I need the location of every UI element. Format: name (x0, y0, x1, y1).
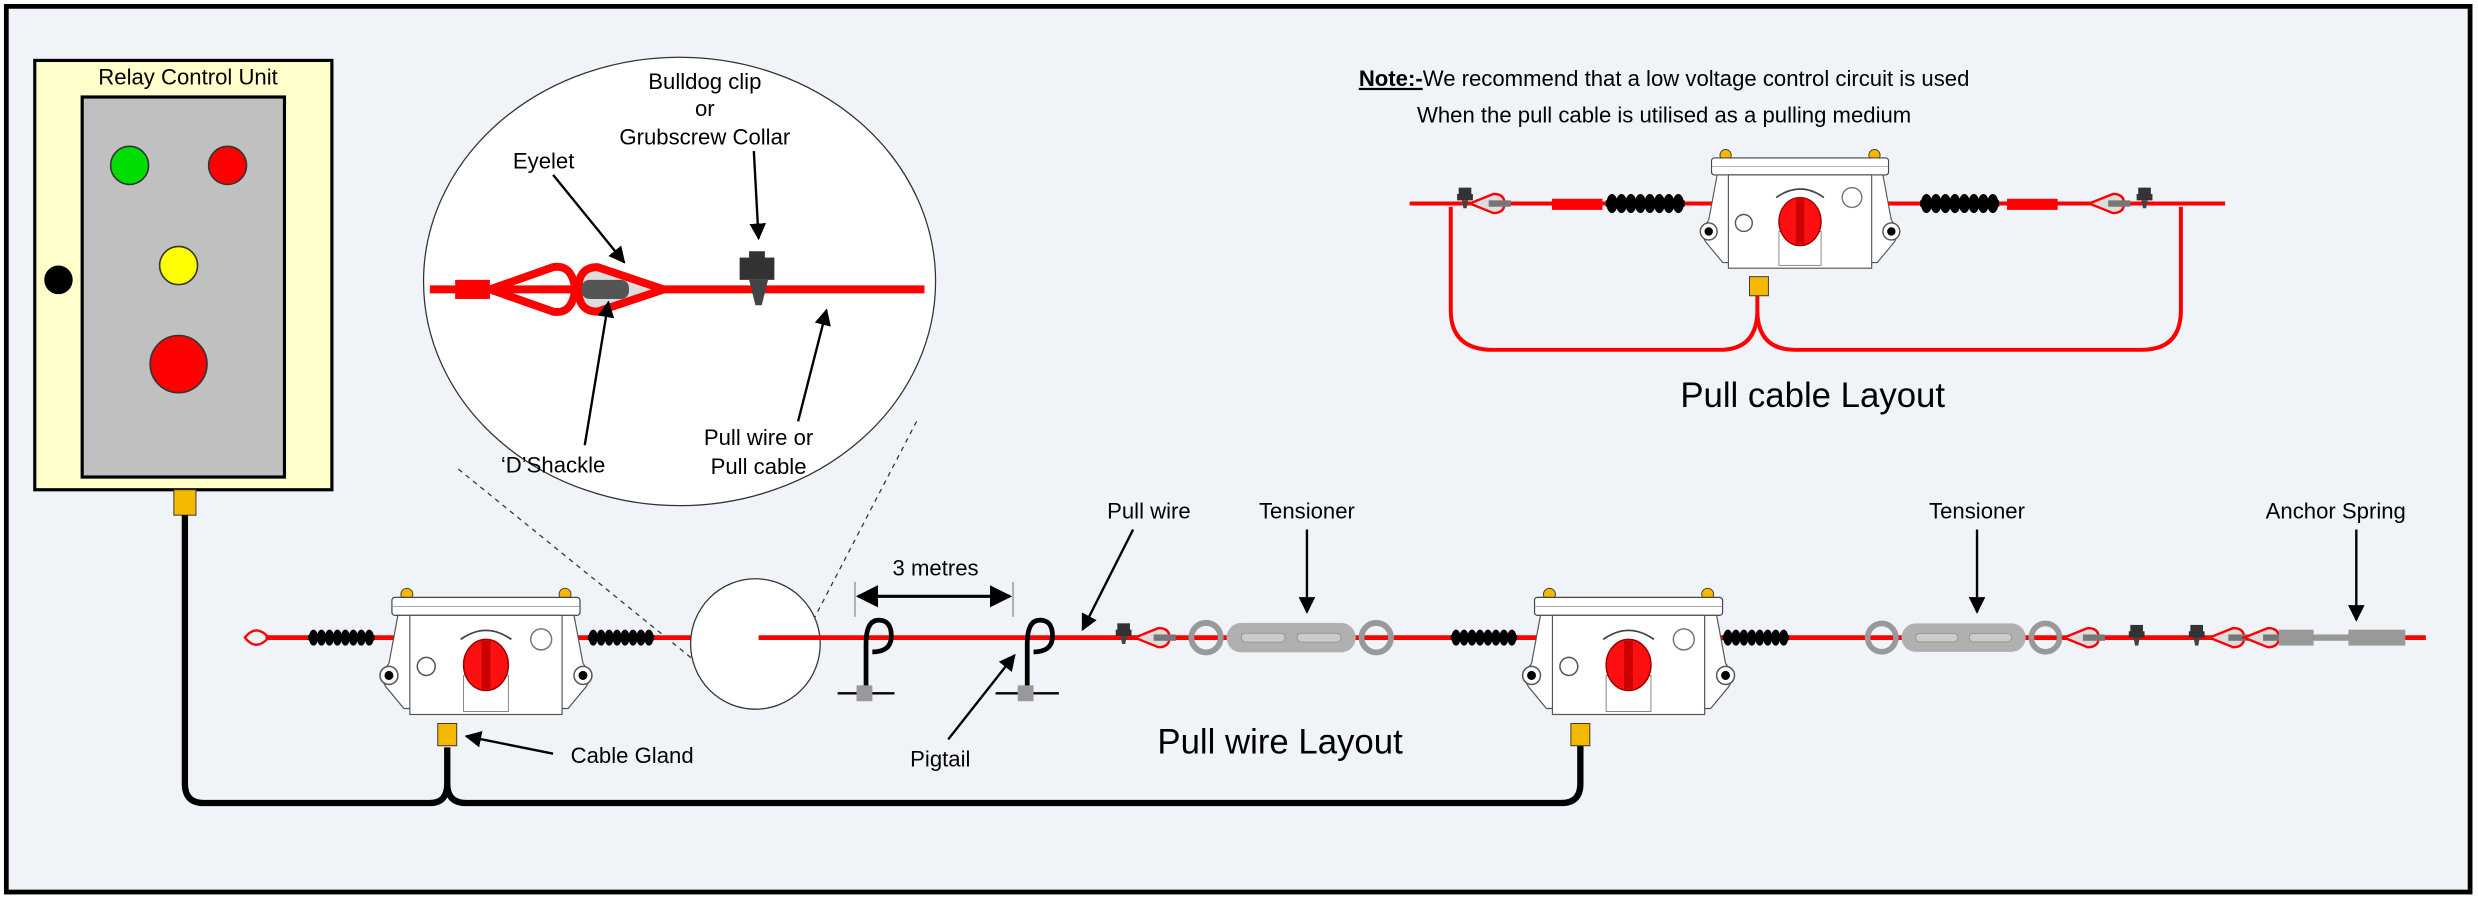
note-line1: We recommend that a low voltage control … (1423, 66, 1970, 91)
control-cable (181, 515, 1584, 807)
note-line2: When the pull cable is utilised as a pul… (1417, 102, 1911, 127)
pull-wire-or-label: Pull wire or (704, 425, 814, 450)
detail-magnifier: Bulldog clip or Grubscrew Collar Eyelet … (422, 56, 937, 701)
pull-wire-layout: 3 metres Pull wire Tensioner Tensioner A… (243, 498, 2426, 771)
note-label: Note:- (1359, 66, 1423, 91)
cable-gland-left (437, 723, 458, 747)
pull-cable-layout-title: Pull cable Layout (1680, 376, 1945, 415)
tensioner-label-1: Tensioner (1259, 498, 1356, 523)
d-shackle-label: ‘D’Shackle (501, 452, 606, 477)
cable-gland-label: Cable Gland (571, 743, 694, 768)
pull-wire-layout-title: Pull wire Layout (1157, 723, 1403, 762)
cable-gland-right (1570, 723, 1591, 747)
pull-wire-label: Pull wire (1107, 498, 1191, 523)
pigtail-1 (863, 617, 894, 700)
pull-cable-layout: Pull cable Layout (1409, 148, 2226, 415)
tensioner-label-2: Tensioner (1929, 498, 2026, 523)
note: Note:-We recommend that a low voltage co… (1359, 66, 1970, 128)
anchor-spring (2348, 629, 2406, 646)
eyelet-label: Eyelet (513, 148, 574, 173)
diagram-frame (3, 3, 2473, 895)
anchor-spring-label: Anchor Spring (2266, 498, 2406, 523)
grubscrew-label: Grubscrew Collar (619, 125, 790, 150)
red-lamp (207, 145, 248, 186)
or-label: or (695, 96, 715, 121)
green-lamp (109, 145, 150, 186)
svg-text:Note:-We recommend that a low: Note:-We recommend that a low voltage co… (1359, 66, 1970, 91)
relay-unit-title: Relay Control Unit (98, 64, 277, 89)
detail-zoom-circle (689, 578, 821, 710)
distance-label: 3 metres (893, 556, 979, 581)
pigtail-label: Pigtail (910, 746, 970, 771)
pigtail-2 (1024, 617, 1055, 700)
yellow-lamp (158, 245, 199, 286)
red-button (149, 334, 208, 394)
cable-gland (173, 489, 197, 516)
door-knob (44, 265, 73, 295)
relay-control-unit: Relay Control Unit (33, 58, 334, 516)
pull-cable-label: Pull cable (711, 454, 807, 479)
bulldog-label: Bulldog clip (648, 69, 761, 94)
